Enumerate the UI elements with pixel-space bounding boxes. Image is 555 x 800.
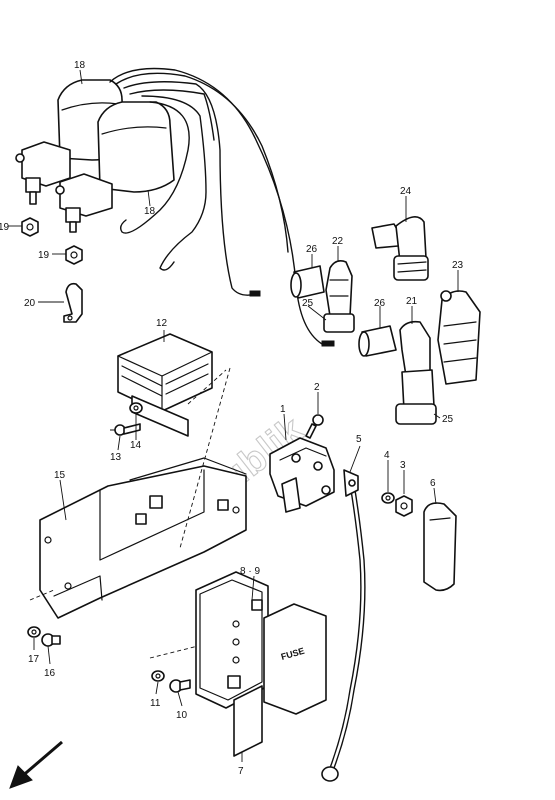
callout-16: 16 — [44, 668, 56, 679]
callout-3: 3 — [400, 460, 406, 471]
bolt-2 — [305, 414, 324, 439]
callout-7: 7 — [238, 766, 244, 777]
callout-11: 11 — [150, 698, 161, 709]
plug-cap-24 — [371, 216, 429, 281]
washer-4 — [381, 492, 395, 504]
callout-6: 6 — [430, 478, 436, 489]
bolt-10 — [169, 679, 191, 693]
callout-26-top: 26 — [306, 244, 318, 255]
seal-26-a — [290, 265, 325, 299]
washer-17 — [27, 626, 41, 638]
nut-19-a — [21, 217, 39, 237]
callout-24: 24 — [400, 186, 412, 197]
mounting-bracket-15 — [39, 457, 247, 619]
callout-22: 22 — [332, 236, 344, 247]
callout-25-bottom: 25 — [442, 414, 454, 425]
nut-19-b — [65, 245, 83, 265]
callout-18-bottom: 18 — [144, 206, 156, 217]
callout-21: 21 — [406, 296, 418, 307]
nut-3 — [395, 495, 413, 517]
washer-11 — [151, 670, 165, 682]
callout-18-top: 18 — [74, 60, 86, 71]
callout-4: 4 — [384, 450, 390, 461]
callout-23: 23 — [452, 260, 464, 271]
callout-17: 17 — [28, 654, 40, 665]
washer-14 — [129, 402, 143, 414]
terminal-cover-6 — [423, 502, 457, 592]
callout-25-top: 25 — [302, 298, 314, 309]
callout-20: 20 — [24, 298, 36, 309]
callout-12: 12 — [156, 318, 168, 329]
fuse-box-7: FUSE — [195, 571, 327, 757]
callout-15: 15 — [54, 470, 66, 481]
bolt-16 — [41, 633, 61, 647]
seal-26-b — [358, 325, 397, 357]
lead-end-cap — [321, 766, 339, 782]
callout-5: 5 — [356, 434, 362, 445]
callout-10: 10 — [176, 710, 188, 721]
callout-26-mid: 26 — [374, 298, 386, 309]
plug-cap-21 — [395, 320, 437, 425]
arrow-down-left-icon — [9, 740, 63, 789]
regulator-rectifier-12 — [117, 333, 213, 437]
starter-relay-1 — [269, 437, 335, 513]
callout-14: 14 — [130, 440, 142, 451]
callout-2: 2 — [314, 382, 320, 393]
callout-1: 1 — [280, 404, 286, 415]
callout-19-left: 19 — [0, 222, 10, 233]
ignition-coil-front — [55, 101, 175, 233]
plug-cap-22 — [323, 260, 355, 333]
terminal-5 — [343, 469, 359, 497]
callout-8-9: 8 · 9 — [240, 566, 260, 577]
callout-13-top: 13 — [110, 452, 122, 463]
plug-cap-23 — [437, 290, 481, 385]
clamp-20 — [63, 282, 83, 323]
callout-19-right: 19 — [38, 250, 50, 261]
